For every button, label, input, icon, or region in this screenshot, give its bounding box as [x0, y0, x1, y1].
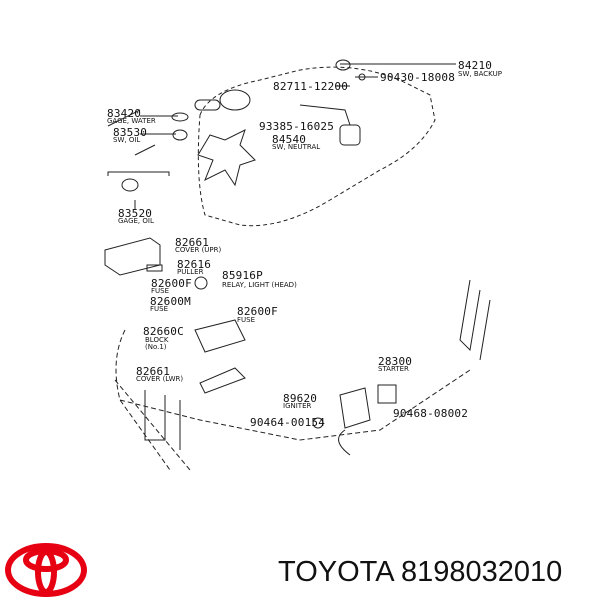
part-number[interactable]: 82600F — [151, 277, 192, 290]
cap — [219, 89, 251, 111]
part-number[interactable]: 84540 — [272, 133, 307, 146]
part-description: SW, NEUTRAL — [272, 143, 321, 151]
part-number[interactable]: 89620 — [283, 392, 318, 405]
wire-harness — [299, 104, 351, 126]
starter — [377, 384, 397, 404]
hose — [194, 99, 221, 111]
part-number[interactable]: 93385-16025 — [259, 120, 335, 133]
part-description: GAGE, OIL — [118, 217, 154, 225]
part-number[interactable]: 83530 — [113, 126, 148, 139]
part-description: GAGE, WATER — [107, 117, 156, 125]
part-number[interactable]: 82660C — [143, 325, 184, 338]
part-number[interactable]: 85916P — [222, 269, 263, 282]
bolt — [312, 417, 324, 429]
body-outline — [114, 329, 471, 471]
part-description: FUSE — [150, 305, 169, 313]
part-number[interactable]: 83420 — [107, 107, 142, 120]
part-description: STARTER — [378, 365, 409, 373]
footer-part-label: TOYOTA 8198032010 — [278, 556, 563, 588]
part-description: PULLER — [177, 268, 204, 276]
sw-backup — [335, 59, 351, 71]
part-number[interactable]: 90468-08002 — [393, 407, 469, 420]
part-number[interactable]: 82661 — [136, 365, 171, 378]
igniter — [338, 387, 371, 456]
engine-outline — [197, 66, 436, 227]
part-number[interactable]: 28300 — [378, 355, 413, 368]
sw-oil — [172, 129, 188, 141]
pillar — [459, 279, 491, 361]
leaders — [134, 63, 456, 210]
part-number[interactable]: 82711-12200 — [273, 80, 349, 93]
relay — [194, 276, 208, 290]
part-description: SW, OIL — [113, 136, 141, 144]
part-description: COVER (UPR) — [175, 246, 222, 254]
part-description: RELAY, LIGHT (HEAD) — [222, 281, 297, 289]
fan — [197, 129, 256, 187]
toyota-logo-icon — [5, 543, 87, 597]
part-description: IGNITER — [283, 402, 312, 410]
grille — [144, 390, 181, 450]
part-description: FUSE — [237, 316, 256, 324]
gage-water — [171, 112, 189, 122]
part-number[interactable]: 90464-00154 — [250, 416, 326, 429]
part-description: SW, BACKUP — [458, 70, 502, 78]
cover-upr — [104, 237, 161, 276]
puller — [146, 264, 163, 272]
gasket — [358, 73, 366, 81]
gage-oil — [121, 178, 139, 192]
part-number[interactable]: 90430-18008 — [380, 71, 456, 84]
part-number[interactable]: 82616 — [177, 258, 212, 271]
part-number[interactable]: 83520 — [118, 207, 153, 220]
part-number[interactable]: 82600F — [237, 305, 278, 318]
part-description: FUSE — [151, 287, 170, 295]
part-description: COVER (LWR) — [136, 375, 184, 383]
leader-bracket — [107, 109, 170, 176]
part-number[interactable]: 82600M — [150, 295, 191, 308]
cover-lwr — [199, 367, 246, 394]
part-number[interactable]: 84210 — [458, 59, 493, 72]
part-number[interactable]: 82661 — [175, 236, 210, 249]
block-no1 — [194, 319, 246, 353]
part-description: BLOCK (No.1) — [145, 336, 169, 351]
sw-neutral — [339, 124, 361, 146]
